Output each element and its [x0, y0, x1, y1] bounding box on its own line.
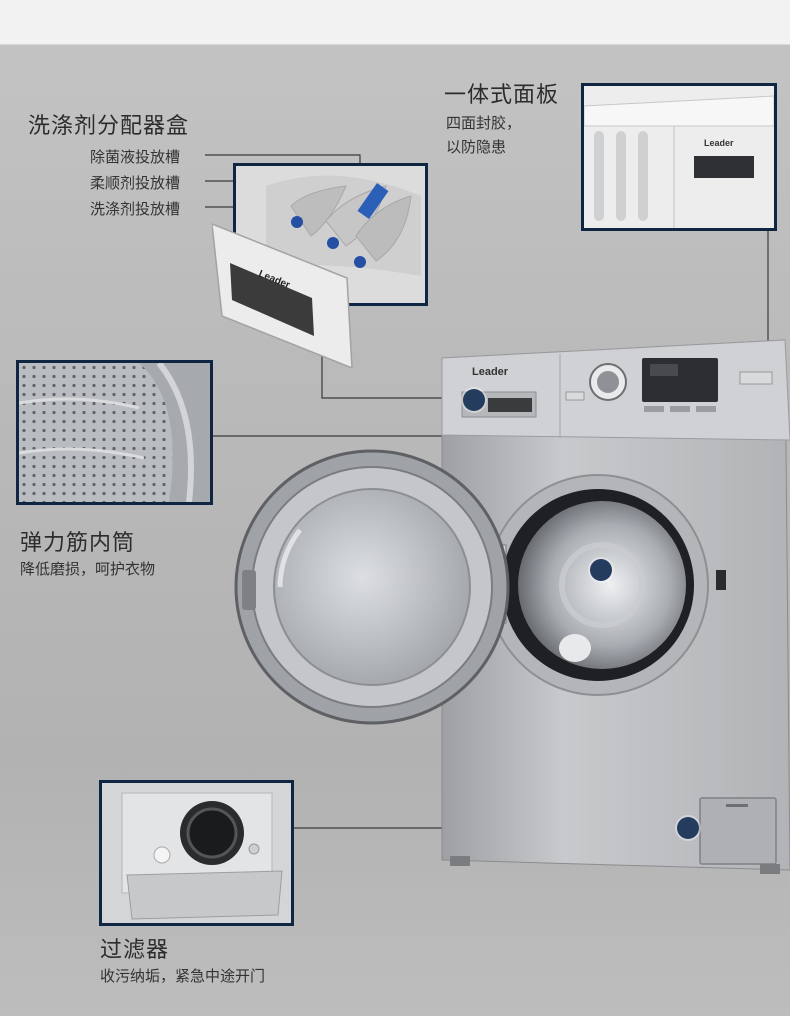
drum-photo-frame [16, 360, 213, 505]
dispenser-slot-dot-3 [354, 256, 366, 268]
drum-title: 弹力筋内筒 [20, 531, 136, 556]
filter-title: 过滤器 [100, 938, 170, 963]
drum-marker-dot [590, 559, 612, 581]
panel-title: 一体式面板 [444, 83, 560, 108]
dispenser-drawer-front: Leader [212, 223, 353, 368]
dispenser-item-1: 除菌液投放槽 [90, 148, 181, 166]
dispenser-slot-dot-1 [291, 216, 303, 228]
drum-interior-image [19, 363, 210, 502]
panel-desc-line-2: 以防隐患 [446, 138, 507, 156]
panel-desc-line-1: 四面封胶， [446, 114, 522, 132]
dispenser-marker-dot [463, 389, 485, 411]
top-band [0, 0, 790, 45]
dispenser-slot-dot-2 [327, 237, 339, 249]
svg-text:Leader: Leader [704, 138, 734, 148]
panel-photo-frame: Leader [581, 83, 777, 231]
drum-desc: 降低磨损，呵护衣物 [20, 560, 156, 578]
filter-desc: 收污纳垢，紧急中途开门 [100, 967, 266, 985]
dispenser-title: 洗涤剂分配器盒 [28, 114, 190, 139]
washing-machine-illustration: Leader [234, 339, 790, 874]
svg-text:Leader: Leader [472, 366, 509, 378]
filter-photo-frame [99, 780, 294, 926]
dispenser-item-2: 柔顺剂投放槽 [90, 174, 181, 192]
panel-corner-image: Leader [584, 86, 774, 228]
filter-marker-dot [677, 817, 699, 839]
filter-image [102, 783, 291, 923]
dispenser-item-3: 洗涤剂投放槽 [90, 200, 181, 218]
